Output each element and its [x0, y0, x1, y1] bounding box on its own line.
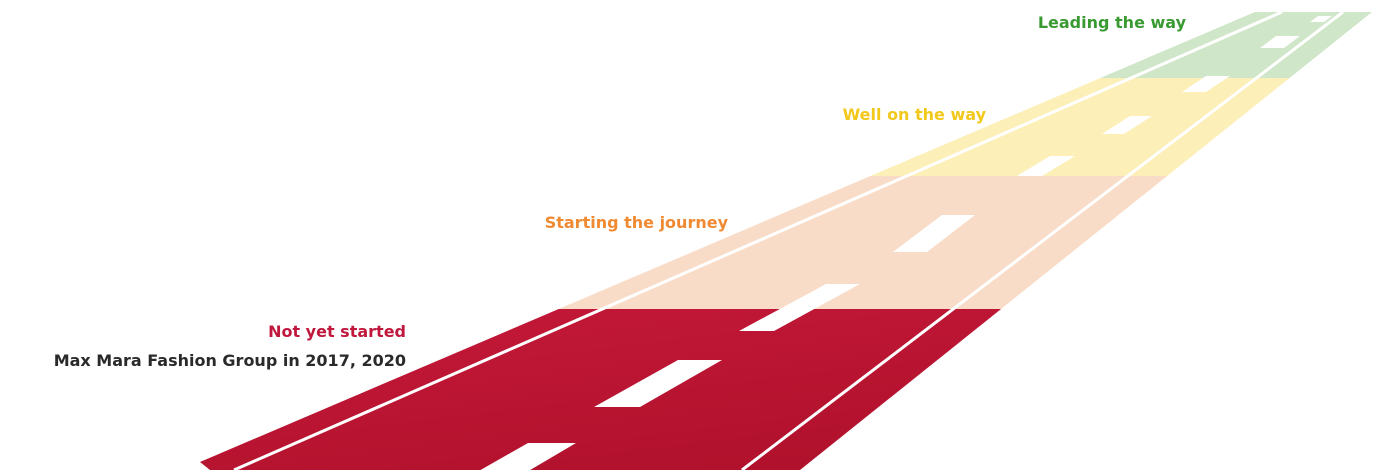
band-not-started: [0, 309, 1392, 476]
stage-label-well: Well on the way: [843, 105, 986, 125]
stage-label-starting: Starting the journey: [545, 213, 728, 233]
stage-label-leading: Leading the way: [1038, 13, 1186, 33]
company-note: Max Mara Fashion Group in 2017, 2020: [54, 351, 406, 371]
band-well: [0, 78, 1392, 176]
stage-label-not-started: Not yet started: [268, 322, 406, 342]
band-leading: [0, 0, 1392, 78]
center-dashes: [470, 16, 1332, 476]
band-starting: [0, 176, 1392, 309]
